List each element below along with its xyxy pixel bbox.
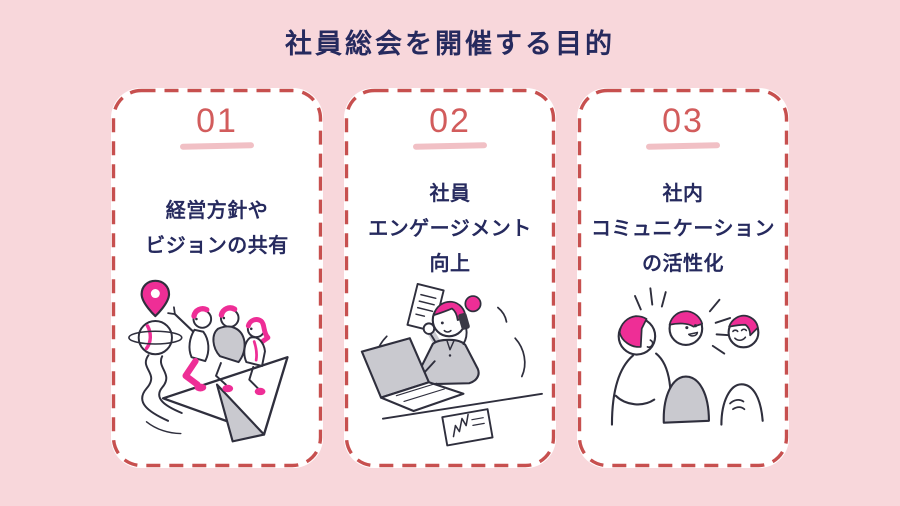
heading-line: 向上 <box>429 252 471 275</box>
heading-line: の活性化 <box>642 252 724 275</box>
number-underline <box>179 142 255 150</box>
card-number-block: 02 <box>344 102 556 150</box>
cards-row: 01 経営方針や ビジョンの共有 <box>0 88 900 468</box>
number-underline <box>645 142 721 150</box>
heading-line: エンゲージメント <box>368 217 532 240</box>
card-number-block: 03 <box>577 102 789 150</box>
card-heading: 社内 コミュニケーション の活性化 <box>577 170 789 288</box>
purpose-card-3: 03 社内 コミュニケーション の活性化 <box>577 88 789 468</box>
heading-line: 経営方針や <box>165 200 269 222</box>
page-title: 社員総会を開催する目的 <box>285 29 615 59</box>
card-number-block: 01 <box>111 102 323 150</box>
purpose-card-2: 02 社員 エンゲージメント 向上 <box>344 88 556 468</box>
heading-line: 社内 <box>662 182 704 205</box>
card-heading: 経営方針や ビジョンの共有 <box>111 170 323 288</box>
busy-worker-illustration <box>354 275 546 462</box>
coworkers-talking-illustration <box>587 271 779 444</box>
purpose-card-1: 01 経営方針や ビジョンの共有 <box>111 88 323 468</box>
number-underline <box>412 142 488 150</box>
card-number: 03 <box>662 102 704 140</box>
heading-line: ビジョンの共有 <box>145 235 289 257</box>
card-number: 02 <box>429 102 471 140</box>
heading-line: コミュニケーション <box>590 217 776 240</box>
card-heading: 社員 エンゲージメント 向上 <box>344 170 556 288</box>
card-number: 01 <box>196 102 238 140</box>
paper-plane-goal-illustration <box>119 273 315 464</box>
heading-line: 社員 <box>429 182 471 205</box>
